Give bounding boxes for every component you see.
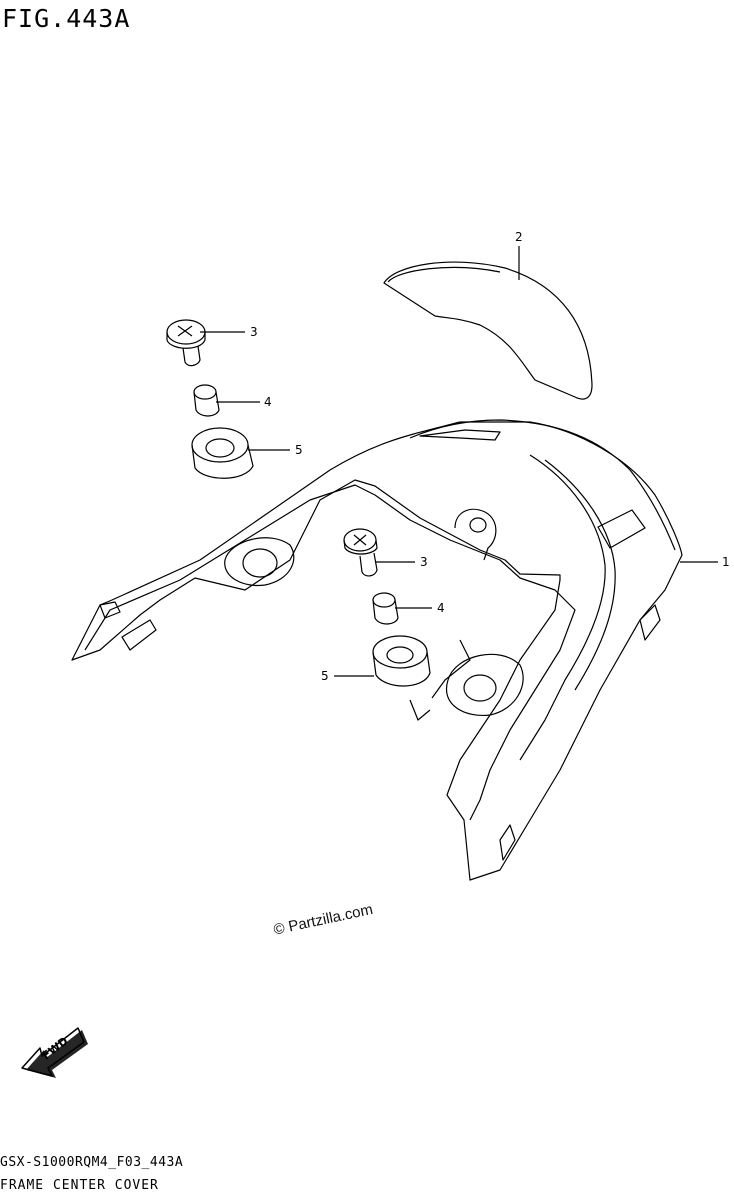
part-2-pad[interactable] [383,261,593,400]
part-4-collar-upper[interactable] [193,384,220,417]
diagram-name: FRAME CENTER COVER [0,1178,159,1193]
callout-4-lower: 4 [437,601,445,615]
diagram-code: GSX-S1000RQM4_F03_443A [0,1155,184,1170]
callout-1: 1 [722,555,730,569]
figure-title: FIG.443A [2,4,131,33]
fwd-arrow-icon: FWD [21,1027,88,1078]
part-3-screw-lower[interactable] [343,528,378,577]
callout-5-lower: 5 [321,669,329,683]
callout-4-upper: 4 [264,395,272,409]
callout-2: 2 [515,230,523,244]
part-1-frame-center-cover[interactable] [71,419,683,881]
part-3-screw-upper[interactable] [166,319,206,367]
callout-3-upper: 3 [250,325,258,339]
leader-lines [200,246,718,677]
callout-3-lower: 3 [420,555,428,569]
part-4-collar-lower[interactable] [372,592,399,625]
callout-5-upper: 5 [295,443,303,457]
part-5-grommet-upper[interactable] [191,427,254,479]
part-5-grommet-lower[interactable] [372,635,431,687]
